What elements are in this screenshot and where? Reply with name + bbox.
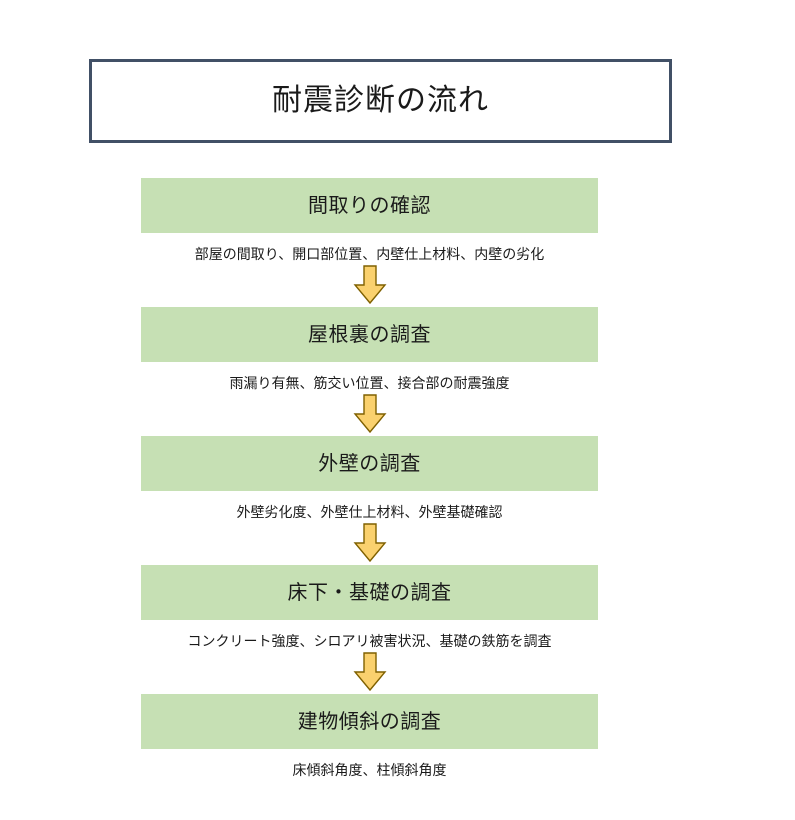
flow-step-caption: 外壁劣化度、外壁仕上材料、外壁基礎確認 — [236, 504, 503, 520]
flow-step-caption: コンクリート強度、シロアリ被害状況、基礎の鉄筋を調査 — [187, 633, 552, 649]
diagram-title-box: 耐震診断の流れ — [89, 59, 672, 143]
flow-step-box[interactable]: 屋根裏の調査 — [141, 307, 598, 362]
down-arrow-icon — [353, 523, 386, 563]
flow-step: 外壁の調査外壁劣化度、外壁仕上材料、外壁基礎確認 — [141, 436, 598, 521]
flow-step-caption: 床傾斜角度、柱傾斜角度 — [292, 762, 447, 778]
flow-connector — [141, 650, 598, 694]
down-arrow-icon — [353, 394, 386, 434]
page-title: 耐震診断の流れ — [272, 84, 489, 117]
flow-step-title: 外壁の調査 — [318, 452, 421, 475]
flowchart: 間取りの確認部屋の間取り、開口部位置、内壁仕上材料、内壁の劣化屋根裏の調査雨漏り… — [141, 178, 598, 779]
flow-step-box[interactable]: 外壁の調査 — [141, 436, 598, 491]
flow-step-title: 建物傾斜の調査 — [297, 710, 442, 733]
flow-step-title: 屋根裏の調査 — [308, 323, 431, 346]
flow-step: 屋根裏の調査雨漏り有無、筋交い位置、接合部の耐震強度 — [141, 307, 598, 392]
flow-step-title: 床下・基礎の調査 — [287, 581, 452, 604]
flow-connector — [141, 392, 598, 436]
down-arrow-icon — [353, 652, 386, 692]
flow-connector — [141, 521, 598, 565]
flow-step-caption: 雨漏り有無、筋交い位置、接合部の耐震強度 — [229, 375, 510, 391]
flow-step-box[interactable]: 間取りの確認 — [141, 178, 598, 233]
flow-step: 床下・基礎の調査コンクリート強度、シロアリ被害状況、基礎の鉄筋を調査 — [141, 565, 598, 650]
flow-step: 間取りの確認部屋の間取り、開口部位置、内壁仕上材料、内壁の劣化 — [141, 178, 598, 263]
flow-step-box[interactable]: 建物傾斜の調査 — [141, 694, 598, 749]
down-arrow-icon — [353, 265, 386, 305]
flow-step: 建物傾斜の調査床傾斜角度、柱傾斜角度 — [141, 694, 598, 779]
flow-step-caption: 部屋の間取り、開口部位置、内壁仕上材料、内壁の劣化 — [194, 246, 545, 262]
flow-step-title: 間取りの確認 — [308, 194, 431, 217]
flow-connector — [141, 263, 598, 307]
flow-step-box[interactable]: 床下・基礎の調査 — [141, 565, 598, 620]
